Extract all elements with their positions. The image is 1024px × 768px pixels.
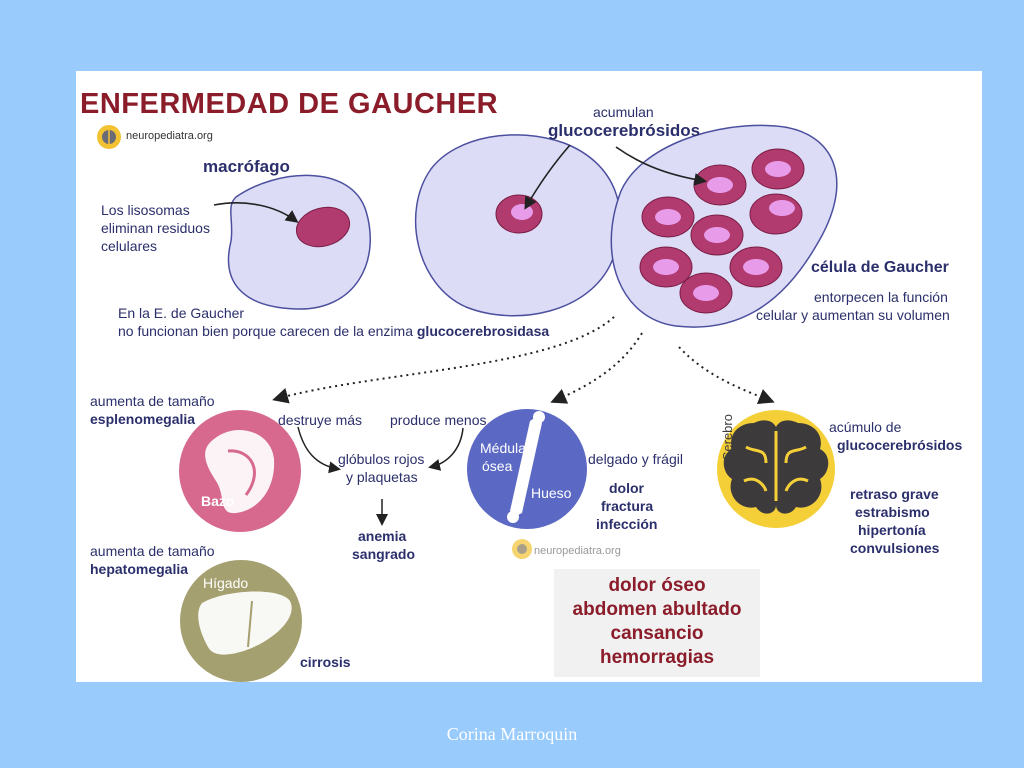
enlarging-cell: [414, 134, 621, 317]
blood-cells-1: glóbulos rojos: [338, 451, 425, 467]
gaucher-cell-label: célula de Gaucher: [811, 259, 949, 276]
bone-effect-1: dolor: [609, 480, 644, 496]
macrophage-label: macrófago: [203, 157, 290, 176]
diagram-artwork: [97, 124, 838, 682]
enzyme-note-1: En la E. de Gaucher: [118, 305, 245, 321]
symptom-1: dolor óseo: [608, 575, 706, 596]
blood-result-2: sangrado: [352, 546, 416, 562]
symptoms-box: dolor óseo abdomen abultado cansancio he…: [554, 569, 760, 677]
bone-effect-3: infección: [596, 516, 658, 532]
liver-icon: [180, 560, 302, 682]
blood-arrows: [297, 426, 464, 526]
gaucher-cell-note-2: celular y aumentan su volumen: [756, 307, 950, 323]
brain-effect-4: convulsiones: [850, 540, 940, 556]
marrow-label-1: Médula: [480, 440, 526, 456]
bone-organ-label: Hueso: [531, 485, 572, 501]
gaucher-cell-note-1: entorpecen la función: [814, 289, 948, 305]
symptom-4: hemorragias: [599, 647, 715, 668]
liver-term: hepatomegalia: [90, 561, 189, 577]
lysosome-note-3: celulares: [101, 238, 158, 254]
blood-result-1: anemia: [358, 528, 407, 544]
symptom-3: cansancio: [610, 623, 704, 644]
brain-effect-1: retraso grave: [850, 486, 939, 502]
produces-label: produce menos: [390, 412, 487, 428]
marrow-label-2: ósea: [482, 458, 513, 474]
gaucher-cell: [610, 124, 838, 328]
brain-organ-label: Cerebro: [720, 414, 735, 461]
bone-icon: [467, 409, 587, 529]
page-title: ENFERMEDAD DE GAUCHER: [80, 88, 499, 120]
bone-note: delgado y frágil: [588, 451, 683, 467]
enzyme-name: glucocerebrosidasa: [416, 323, 550, 339]
brain-note-2: glucocerebrósidos: [837, 437, 963, 453]
small-logo-icon: [512, 539, 532, 559]
brain-effect-3: hipertonía: [858, 522, 926, 538]
accumulate-bold: glucocerebrósidos: [548, 121, 701, 140]
liver-effect: cirrosis: [300, 654, 351, 670]
liver-organ-label: Hígado: [203, 575, 249, 591]
blood-cells-2: y plaquetas: [346, 469, 418, 485]
infographic-card: ENFERMEDAD DE GAUCHER neuropediatra.org …: [76, 71, 982, 682]
destroys-label: destruye más: [278, 412, 363, 428]
enzyme-note-2: no funcionan bien porque carecen de la e…: [118, 323, 550, 339]
liver-note: aumenta de tamaño: [90, 543, 215, 559]
lysosome-note-2: eliminan residuos: [101, 220, 210, 236]
spleen-organ-label: Bazo: [201, 493, 235, 509]
brain-icon: [717, 410, 835, 528]
lysosome-note-1: Los lisosomas: [101, 202, 190, 218]
macrophage-cell: [227, 174, 371, 310]
brain-effect-2: estrabismo: [855, 504, 930, 520]
bone-effect-2: fractura: [601, 498, 654, 514]
spleen-note: aumenta de tamaño: [90, 393, 215, 409]
spleen-term: esplenomegalia: [90, 411, 196, 427]
dotted-arrows: [272, 316, 775, 404]
brain-note-1: acúmulo de: [829, 419, 902, 435]
footer-author: Corina Marroquin: [446, 724, 578, 744]
accumulate-label: acumulan: [593, 104, 654, 120]
spleen-icon: [179, 410, 301, 532]
symptom-2: abdomen abultado: [572, 599, 742, 620]
logo-text: neuropediatra.org: [126, 130, 213, 142]
small-logo-text: neuropediatra.org: [534, 545, 621, 557]
cell-arrows: [213, 144, 708, 223]
logo-icon: [97, 125, 121, 149]
